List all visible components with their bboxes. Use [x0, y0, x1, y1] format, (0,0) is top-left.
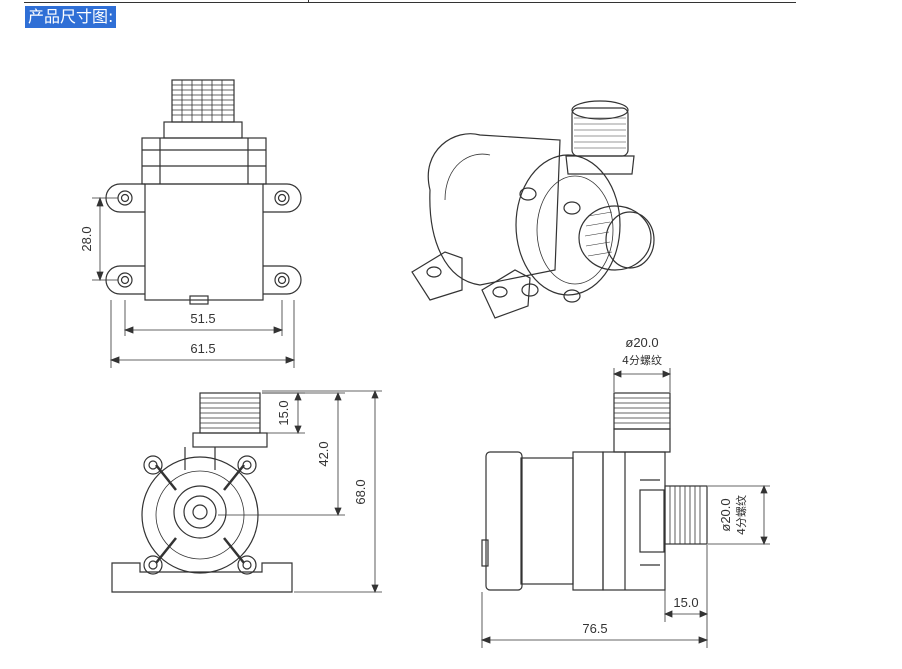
front-view-ear-top-right — [263, 183, 302, 213]
table-border — [24, 0, 796, 3]
front-view-nut — [163, 121, 243, 139]
dim-label-68: 68.0 — [353, 479, 368, 504]
dim-line-15-inlet — [663, 545, 709, 622]
front-view-thread — [171, 79, 235, 123]
iso-side-thread — [578, 205, 652, 271]
dim-line-51-5 — [123, 300, 284, 336]
table-cell-divider — [308, 0, 309, 2]
dim-line-42 — [218, 391, 345, 517]
iso-volute — [515, 154, 621, 296]
side-view — [480, 368, 770, 648]
iso-housing-rear — [427, 133, 561, 286]
side-motor-body — [520, 457, 574, 585]
front-elevation-view — [111, 389, 382, 594]
dim-label-28: 28.0 — [79, 226, 94, 251]
isometric-view — [411, 100, 655, 319]
dim-line-68 — [262, 389, 382, 594]
elev-base — [111, 562, 293, 593]
dim-line-28 — [92, 196, 118, 282]
dim-label-top-diameter: ø20.0 — [625, 335, 658, 350]
dim-label-42: 42.0 — [316, 441, 331, 466]
side-volute — [602, 451, 666, 591]
front-view-ear-bottom-right — [263, 265, 302, 295]
dim-line-76-5 — [480, 592, 709, 648]
side-outlet-thread — [664, 485, 708, 545]
dim-label-top-thread: 4分螺纹 — [622, 353, 662, 367]
dim-line-side-diameter — [708, 484, 770, 546]
front-view-body — [144, 183, 264, 301]
dim-line-top-diameter — [612, 368, 672, 392]
dim-label-76-5: 76.5 — [582, 621, 607, 636]
dim-label-15-inlet: 15.0 — [673, 595, 698, 610]
dim-label-15-top: 15.0 — [276, 400, 291, 425]
dim-label-51-5: 51.5 — [190, 311, 215, 326]
dim-line-61-5 — [109, 300, 296, 368]
dim-label-side-thread: 4分螺纹 — [734, 495, 748, 535]
section-title: 产品尺寸图: — [25, 6, 117, 28]
iso-top-thread — [571, 107, 629, 157]
elev-nut — [192, 432, 268, 448]
side-motor-cap — [485, 451, 523, 591]
dim-label-side-diameter: ø20.0 — [718, 498, 733, 531]
iso-base-ear-right — [481, 269, 531, 319]
front-view — [92, 79, 302, 368]
side-motor-ring — [572, 451, 604, 591]
iso-base-ear-left — [411, 251, 463, 301]
dim-label-61-5: 61.5 — [190, 341, 215, 356]
